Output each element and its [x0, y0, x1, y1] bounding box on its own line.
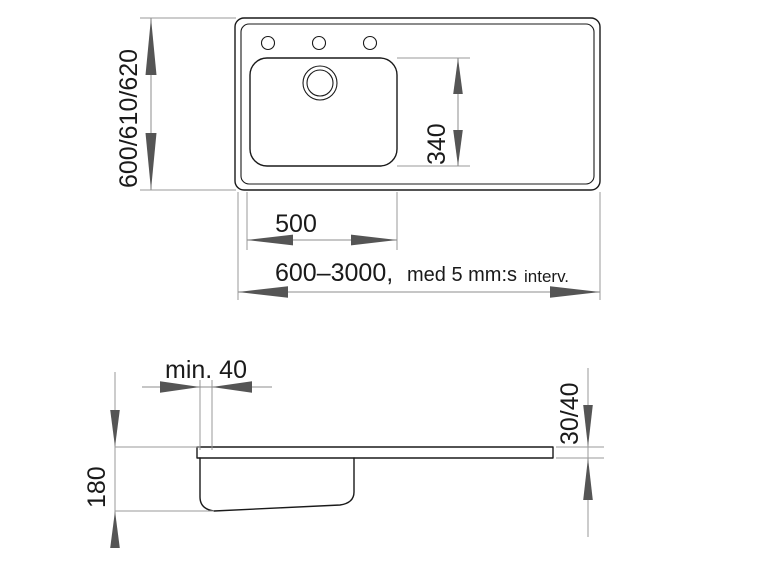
- dimension-edge-margin: min. 40: [142, 356, 272, 450]
- countertop-outline: [234, 17, 601, 191]
- dimension-bowl-width: 500: [246, 192, 398, 250]
- dim-label-slab-thickness: 30/40: [556, 382, 584, 445]
- plan-view: 600/610/620 340 500: [115, 17, 601, 300]
- arrow-bowl-width-right: [351, 234, 397, 246]
- arrow-total-width-left: [238, 286, 288, 298]
- sink-bowl-profile: [199, 457, 355, 512]
- dimension-slab-thickness: 30/40: [556, 368, 604, 537]
- arrow-slab-thickness-top: [583, 405, 593, 447]
- dimension-bowl-depth: 340: [397, 57, 470, 167]
- dimension-total-width: 600–3000, med 5 mm:s interv.: [237, 192, 601, 300]
- arrow-edge-margin-right: [212, 381, 252, 393]
- arrow-bowl-height-bottom: [110, 511, 120, 548]
- countertop-slab: [196, 446, 554, 459]
- arrow-bowl-width-left: [247, 234, 293, 246]
- arrow-bowl-height-top: [110, 410, 120, 447]
- tap-hole-right: [362, 35, 378, 51]
- dimension-bowl-height: 180: [83, 372, 214, 548]
- tap-hole-left: [260, 35, 276, 51]
- section-view: 180 min. 40 30/40: [83, 356, 604, 548]
- dimension-countertop-depth: 600/610/620: [115, 17, 236, 191]
- arrow-edge-margin-left: [160, 381, 200, 393]
- dim-label-bowl-depth: 340: [423, 123, 451, 165]
- drain-outlet-inner-ring: [306, 69, 334, 97]
- arrow-bowl-depth-top: [453, 58, 463, 94]
- arrow-depth-bottom: [145, 133, 157, 190]
- dim-label-bowl-height: 180: [83, 466, 111, 508]
- dim-label-bowl-width: 500: [275, 210, 317, 238]
- drain-outlet-outer-ring: [302, 65, 338, 101]
- arrow-depth-top: [145, 18, 157, 75]
- tap-hole-center: [311, 35, 327, 51]
- dim-label-countertop-depth: 600/610/620: [115, 49, 143, 188]
- sink-bowl: [249, 57, 398, 167]
- dim-label-total-width-main: 600–3000,: [275, 259, 393, 287]
- arrow-slab-thickness-bottom: [583, 458, 593, 500]
- arrow-total-width-right: [550, 286, 600, 298]
- dim-label-total-width-tail: interv.: [524, 267, 569, 286]
- countertop-inner-rim: [240, 23, 595, 185]
- dim-label-edge-margin: min. 40: [165, 356, 247, 384]
- arrow-bowl-depth-bottom: [453, 130, 463, 166]
- dim-label-total-width-mid: med 5 mm:s: [407, 264, 517, 286]
